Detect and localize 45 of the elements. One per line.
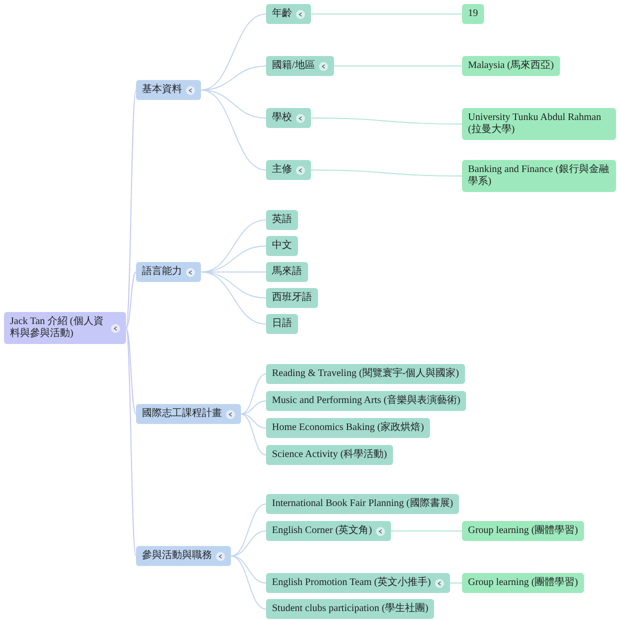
- connector-line: [230, 504, 266, 556]
- detail-box: Group learning (團體學習): [462, 573, 584, 593]
- connector-line: [126, 328, 136, 556]
- connector-line: [126, 328, 136, 414]
- detail-box: Malaysia (馬來西亞): [462, 56, 560, 76]
- subtopic-box: 日語: [266, 314, 298, 334]
- subtopic-box: 主修: [266, 160, 311, 180]
- subtopic-box: 西班牙語: [266, 288, 318, 308]
- subtopic-box: 馬來語: [266, 262, 308, 282]
- connector-line: [240, 414, 266, 456]
- connector-line: [200, 272, 266, 324]
- connector-line: [390, 530, 462, 532]
- detail-box: University Tunku Abdul Rahman (拉曼大學): [462, 108, 616, 140]
- connector-line: [126, 272, 136, 328]
- connector-line: [240, 414, 266, 428]
- connector-line: [200, 90, 266, 170]
- branch-topic-box: 基本資料: [136, 80, 201, 100]
- branch-topic-box: 參與活動與職務: [136, 546, 231, 566]
- subtopic-box: Reading & Traveling (閱覽寰宇-個人與國家): [266, 364, 465, 384]
- connector-line: [450, 582, 462, 584]
- connector-line: [230, 556, 266, 610]
- subtopic-box: 國籍/地區: [266, 56, 334, 76]
- subtopic-box: 英語: [266, 210, 298, 230]
- subtopic-box: English Corner (英文角): [266, 521, 391, 541]
- subtopic-box: English Promotion Team (英文小推手): [266, 573, 450, 593]
- subtopic-box: International Book Fair Planning (國際書展): [266, 494, 460, 514]
- subtopic-box: Student clubs participation (學生社團): [266, 599, 434, 619]
- subtopic-box: 學校: [266, 108, 311, 128]
- connector-line: [230, 556, 266, 584]
- connector-line: [310, 118, 462, 124]
- subtopic-box: 年齡: [266, 4, 311, 24]
- detail-box: Group learning (團體學習): [462, 521, 584, 541]
- connector-line: [240, 400, 266, 414]
- connector-line: [310, 170, 462, 176]
- subtopic-box: Science Activity (科學活動): [266, 445, 393, 465]
- detail-box: Banking and Finance (銀行與金融學系): [462, 160, 616, 192]
- subtopic-box: 中文: [266, 236, 298, 256]
- connector-line: [126, 90, 136, 328]
- subtopic-box: Music and Performing Arts (音樂與表演藝術): [266, 391, 466, 411]
- branch-topic-box: 語言能力: [136, 262, 201, 282]
- connector-line: [240, 374, 266, 414]
- branch-topic-box: 國際志工課程計畫: [136, 404, 241, 424]
- subtopic-box: Home Economics Baking (家政烘焙): [266, 418, 430, 438]
- root-topic-box: Jack Tan 介紹 (個人資料與參與活動): [4, 312, 126, 344]
- detail-box: 19: [462, 4, 484, 24]
